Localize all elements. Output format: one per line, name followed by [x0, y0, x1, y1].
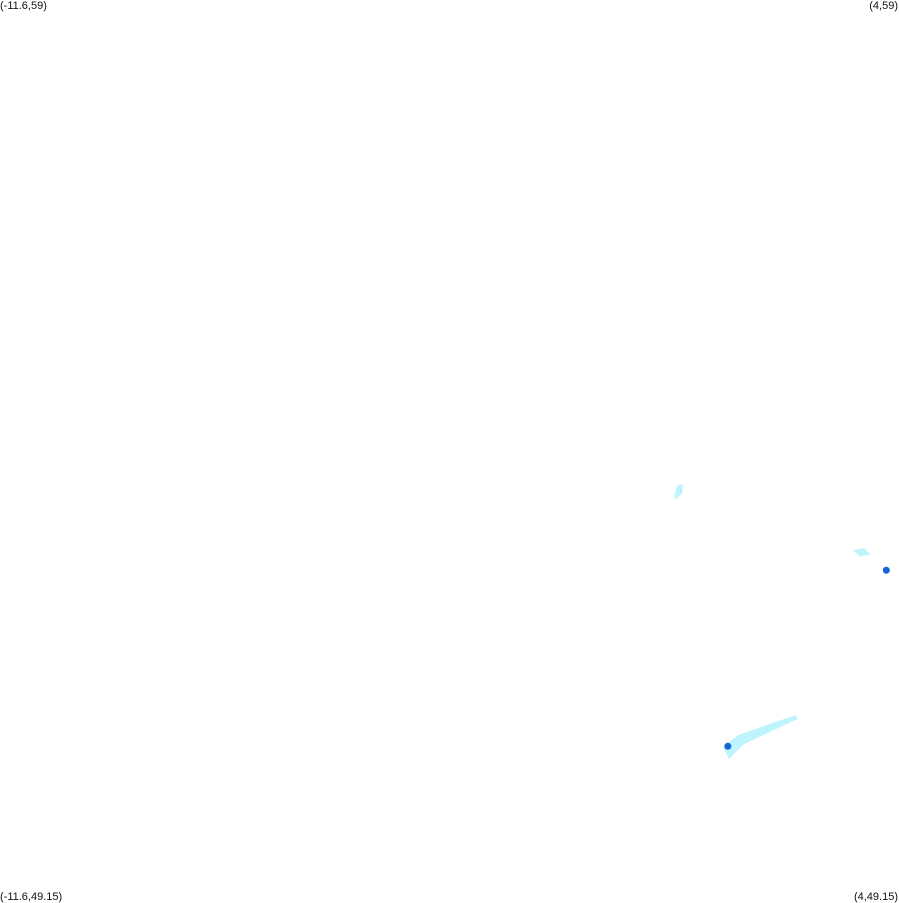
corner-label-top-right: (4,59)	[869, 0, 898, 12]
dot-east	[882, 566, 890, 574]
corner-label-top-left: (-11.6,59)	[0, 0, 47, 12]
dot-southern	[724, 742, 732, 750]
patch-east-coast	[852, 548, 871, 557]
corner-label-bottom-left: (-11.6,49.15)	[0, 891, 63, 903]
patch-southern-streak	[723, 715, 799, 760]
corner-label-bottom-right: (4,49.15)	[853, 891, 898, 903]
patch-northern	[674, 484, 683, 500]
